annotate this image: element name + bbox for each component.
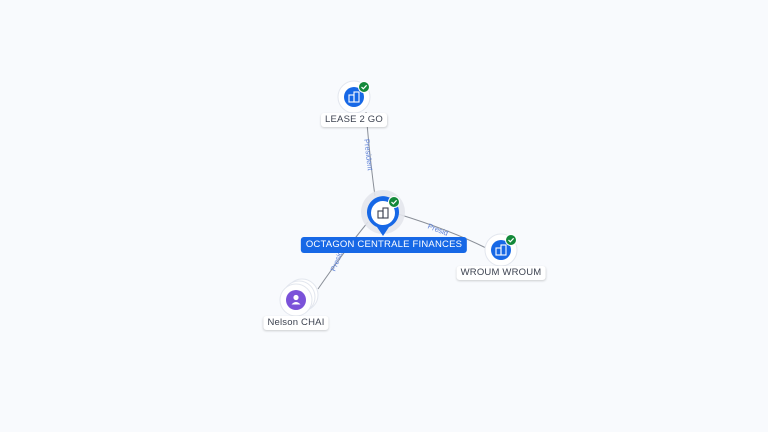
company-icon xyxy=(348,91,360,103)
node-wroum[interactable] xyxy=(484,233,518,267)
node-label-nelson[interactable]: Nelson CHAI xyxy=(263,316,329,330)
person-icon xyxy=(291,294,301,305)
node-nelson[interactable] xyxy=(279,278,319,317)
company-icon xyxy=(377,207,389,219)
edge-label-lease2go: President xyxy=(362,138,375,171)
edge-label-wroum: Presid xyxy=(426,222,449,238)
verified-check-icon xyxy=(358,81,370,93)
node-label-wroum[interactable]: WROUM WROUM xyxy=(456,266,546,280)
verified-check-icon xyxy=(505,234,517,246)
verified-check-icon xyxy=(388,196,400,208)
node-label-center[interactable]: OCTAGON CENTRALE FINANCES xyxy=(300,237,468,253)
company-icon xyxy=(495,244,507,256)
node-label-lease2go[interactable]: LEASE 2 GO xyxy=(321,113,387,127)
node-center[interactable] xyxy=(361,190,405,236)
edge-center-wroum xyxy=(397,213,487,249)
node-lease2go[interactable] xyxy=(337,80,371,114)
